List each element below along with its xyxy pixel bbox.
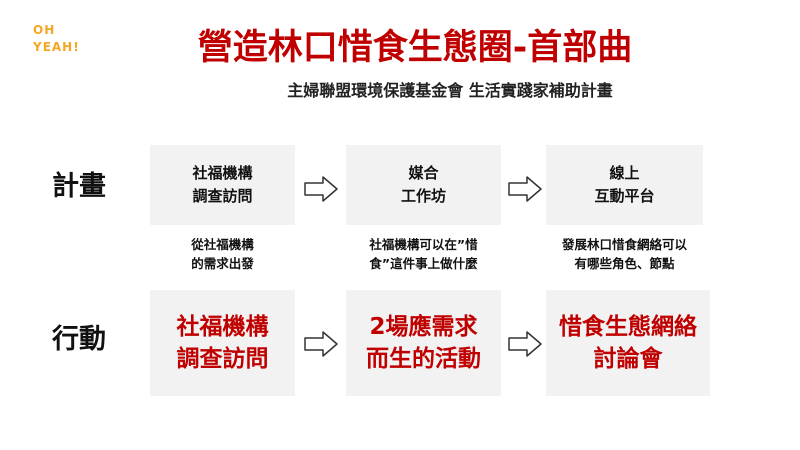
action-box-3-text: 惜食生態網絡 討論會 (559, 314, 697, 372)
right-arrow-outline-icon (304, 331, 338, 357)
plan-box-2-text: 媒合 工作坊 (400, 164, 446, 205)
page-title: 營造林口惜食生態圈-首部曲 (197, 28, 633, 68)
plan-box-2: 媒合 工作坊 (346, 145, 501, 225)
page-subtitle: 主婦聯盟環境保護基金會 生活實踐家補助計畫 (287, 81, 613, 100)
action-row-label: 行動 (52, 324, 106, 355)
plan-desc-2: 社福機構可以在”惜 食”這件事上做什麼 (369, 237, 478, 271)
action-box-1: 社福機構 調查訪問 (150, 290, 295, 396)
logo-line-2: YEAH! (33, 40, 80, 54)
action-box-2: 2場應需求 而生的活動 (346, 290, 501, 396)
plan-box-1-text: 社福機構 調查訪問 (192, 164, 253, 205)
right-arrow-outline-icon (304, 176, 338, 202)
logo-line-1: OH (33, 23, 56, 37)
plan-desc-3: 發展林口惜食網絡可以 有哪些角色、節點 (561, 237, 687, 271)
right-arrow-outline-icon (508, 331, 542, 357)
plan-desc-1: 從社福機構 的需求出發 (191, 237, 254, 271)
plan-box-3-text: 線上 互動平台 (594, 164, 655, 205)
action-box-1-text: 社福機構 調查訪問 (176, 314, 269, 372)
action-box-2-text: 2場應需求 而生的活動 (366, 314, 481, 372)
plan-box-3: 線上 互動平台 (546, 145, 703, 225)
plan-row-label: 計畫 (52, 171, 106, 202)
right-arrow-outline-icon (508, 176, 542, 202)
oh-yeah-logo: OH YEAH! (33, 22, 80, 56)
action-box-3: 惜食生態網絡 討論會 (546, 290, 710, 396)
plan-box-1: 社福機構 調查訪問 (150, 145, 295, 225)
